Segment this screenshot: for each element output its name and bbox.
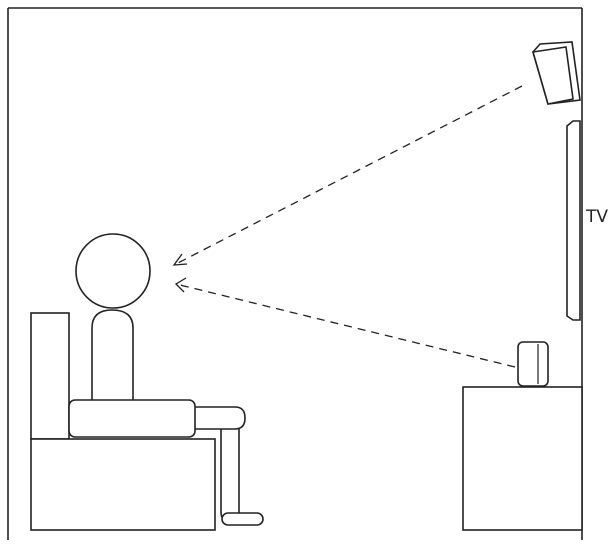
person-head: [75, 233, 151, 309]
person-torso: [91, 309, 134, 410]
person: [68, 233, 264, 526]
ceiling-speaker: [531, 41, 581, 105]
tv-label: TV: [585, 207, 608, 227]
person-upper-leg: [189, 406, 246, 430]
sound-paths: [172, 85, 523, 368]
arrowhead-ceiling-speaker: [172, 253, 188, 266]
ceiling-speaker-front: [531, 46, 574, 105]
tv-screen: [566, 120, 581, 321]
cabinet-speaker: [517, 341, 549, 387]
tv-cabinet: [462, 386, 583, 531]
arrowhead-cabinet-speaker: [174, 277, 187, 293]
sound-path-cabinet-speaker: [175, 283, 516, 368]
sofa: [30, 312, 216, 531]
person-thigh: [68, 399, 196, 438]
person-foot: [221, 512, 264, 526]
sound-path-ceiling-speaker: [173, 85, 523, 266]
sofa-backrest: [30, 312, 70, 440]
person-lower-leg: [220, 416, 240, 522]
sofa-base: [30, 438, 216, 531]
